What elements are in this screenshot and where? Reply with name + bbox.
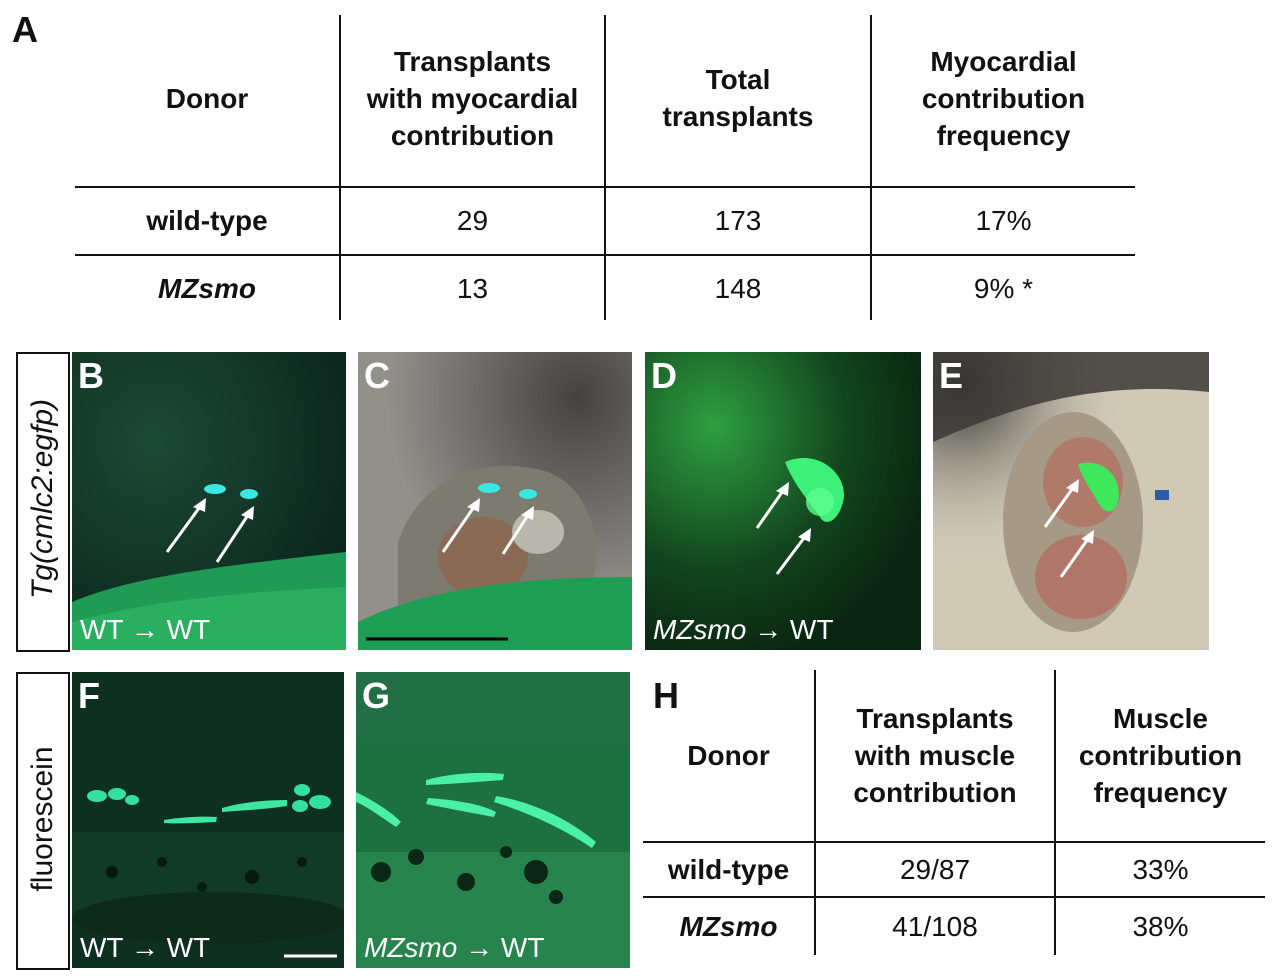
caption-donor: WT <box>80 932 124 963</box>
header-transplants-with-muscle: Transplants with muscle contribution <box>816 670 1054 841</box>
caption-donor: MZsmo <box>653 614 747 645</box>
caption-g: MZsmo → WT <box>364 932 544 964</box>
caption-f: WT → WT <box>80 932 210 964</box>
cell-with-contribution: 41/108 <box>892 910 978 942</box>
cell-with-contribution: 29 <box>456 205 489 236</box>
header-line: Myocardial <box>930 45 1077 77</box>
table-divider <box>643 841 1265 843</box>
header-line: Transplants <box>393 45 552 77</box>
header-transplants-with-contribution: Transplants with myocardial contribution <box>341 10 604 186</box>
side-label-box-tg: Tg(cmlc2:egfp) <box>16 352 70 652</box>
micrograph-b <box>72 352 346 650</box>
panel-label-b: B <box>78 355 104 396</box>
table-divider <box>75 254 1135 256</box>
table-divider <box>339 15 341 320</box>
cell-frequency: 38% <box>1132 910 1189 942</box>
arrow-right-icon: → <box>130 614 159 645</box>
image-panel-c: C <box>358 352 632 650</box>
header-donor: Donor <box>687 740 770 771</box>
arrow-right-icon: → <box>465 932 494 963</box>
table-h: Donor Transplants with muscle contributi… <box>643 670 1265 960</box>
table-divider <box>604 15 606 320</box>
image-panel-f: F WT → WT <box>72 672 344 968</box>
header-line: contribution <box>853 777 1017 808</box>
header-line: transplants <box>662 101 814 132</box>
cell-with-contribution: 29/87 <box>899 853 971 885</box>
cell-frequency: 17% <box>975 205 1032 236</box>
caption-donor: WT <box>80 614 124 645</box>
panel-label-a: A <box>12 9 38 50</box>
table-a: Donor Transplants with myocardial contri… <box>75 10 1135 322</box>
caption-donor: MZsmo <box>364 932 458 963</box>
image-panel-b: B WT → WT <box>72 352 346 650</box>
panel-label-g: G <box>362 675 391 716</box>
header-frequency: Myocardial contribution frequency <box>872 10 1135 186</box>
caption-host: WT <box>166 932 211 963</box>
image-panel-g: G MZsmo → WT <box>356 672 630 968</box>
micrograph-f <box>72 672 344 968</box>
caption-b: WT → WT <box>80 614 210 646</box>
cell-with-contribution: 13 <box>456 273 489 304</box>
header-line: contribution <box>921 82 1086 114</box>
side-label-fluorescein: fluorescein <box>26 746 59 892</box>
micrograph-d <box>645 352 921 650</box>
header-line: with myocardial <box>366 82 579 114</box>
panel-label-e: E <box>939 355 964 396</box>
header-line: Muscle <box>1113 703 1208 734</box>
micrograph-e <box>933 352 1209 650</box>
header-donor: Donor <box>165 82 249 114</box>
image-panel-d: D MZsmo → WT <box>645 352 921 650</box>
cell-total: 148 <box>714 273 762 304</box>
header-line: with muscle <box>854 740 1016 771</box>
table-divider <box>870 15 872 320</box>
arrow-right-icon: → <box>130 932 159 963</box>
header-line: frequency <box>936 119 1071 151</box>
caption-host: WT <box>789 614 834 645</box>
cell-frequency: 9% * <box>973 273 1034 304</box>
panel-label-f: F <box>78 675 100 716</box>
panel-label-c: C <box>364 355 390 396</box>
header-line: Transplants <box>856 703 1014 734</box>
arrow-right-icon: → <box>754 614 783 645</box>
side-label-tg: Tg(cmlc2:egfp) <box>26 398 59 600</box>
table-divider <box>1054 670 1056 955</box>
table-divider <box>75 186 1135 188</box>
micrograph-c <box>358 352 632 650</box>
header-line: contribution <box>390 119 555 151</box>
side-label-box-fluorescein: fluorescein <box>16 672 70 970</box>
row-donor-mzsmo: MZsmo <box>158 273 256 304</box>
header-line: Total <box>705 64 771 95</box>
panel-label-h: H <box>653 675 679 716</box>
row-donor-mzsmo: MZsmo <box>679 910 778 942</box>
panel-label-d: D <box>651 355 677 396</box>
table-divider <box>814 670 816 955</box>
image-panel-e: E <box>933 352 1209 650</box>
cell-total: 173 <box>714 205 762 236</box>
row-donor-wild-type: wild-type <box>667 853 790 885</box>
header-line: frequency <box>1093 777 1228 808</box>
header-total-transplants: Total transplants <box>606 10 870 186</box>
caption-host: WT <box>500 932 545 963</box>
row-donor-wild-type: wild-type <box>146 205 268 236</box>
micrograph-g <box>356 672 630 968</box>
header-muscle-frequency: Muscle contribution frequency <box>1056 670 1265 841</box>
caption-d: MZsmo → WT <box>653 614 833 646</box>
table-divider <box>643 896 1265 898</box>
caption-host: WT <box>166 614 211 645</box>
header-line: contribution <box>1078 740 1243 771</box>
cell-frequency: 33% <box>1132 853 1189 885</box>
